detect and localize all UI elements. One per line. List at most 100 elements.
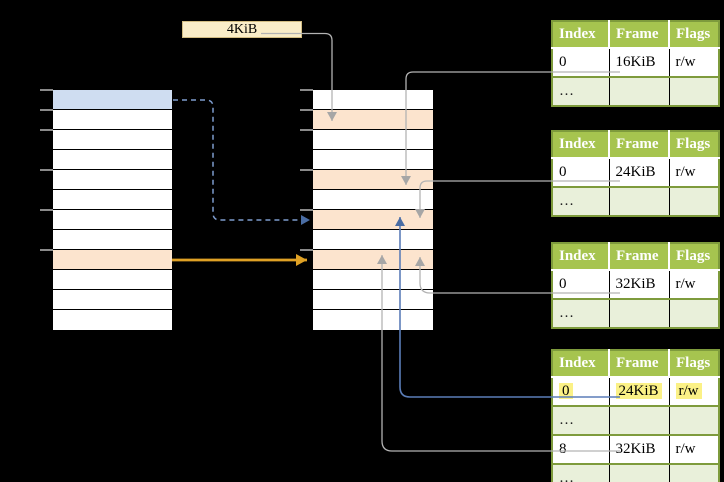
cell-index: … [552,298,609,328]
address-tick [300,249,313,251]
address-tick [40,209,53,211]
memory-row-highlighted [53,250,172,270]
col-header-index: Index [552,21,609,49]
cell-index: … [552,76,609,106]
memory-row [313,310,433,330]
cell-flags: r/w [668,270,719,299]
cell-frame [608,298,669,328]
highlighted-value: r/w [675,383,702,399]
cell-index: 0 [552,158,609,187]
table-row: 0 16KiB r/w [552,48,719,77]
cell-index: 0 [552,377,609,406]
cell-flags: r/w [668,48,719,77]
cell-index: 0 [552,270,609,299]
memory-row-highlighted [53,90,172,110]
memory-row [313,130,433,150]
address-tick [40,109,53,111]
address-tick [300,169,313,171]
col-header-index: Index [552,131,609,159]
address-tick [300,129,313,131]
memory-row [313,270,433,290]
cell-flags [668,405,719,435]
col-header-flags: Flags [668,131,719,159]
page-table-1: Index Frame Flags 0 16KiB r/w … [551,20,720,107]
memory-row-highlighted [313,250,433,270]
cell-frame: 32KiB [608,270,669,299]
col-header-frame: Frame [608,21,669,49]
memory-row [53,230,172,250]
col-header-flags: Flags [668,21,719,49]
memory-row [313,90,433,110]
cell-frame: 24KiB [608,377,669,406]
memory-row [313,230,433,250]
cell-index: 8 [552,434,609,464]
col-header-frame: Frame [608,243,669,271]
cell-frame [608,76,669,106]
col-header-flags: Flags [668,350,719,378]
col-header-index: Index [552,243,609,271]
table-row-ellipsis: … [552,463,719,482]
memory-row [53,270,172,290]
cell-index: … [552,186,609,216]
cell-index: … [552,405,609,435]
table-row: 0 32KiB r/w [552,270,719,299]
memory-row [53,190,172,210]
cell-frame [608,463,669,482]
page-table-2: Index Frame Flags 0 24KiB r/w … [551,130,720,217]
cell-index: … [552,463,609,482]
col-header-index: Index [552,350,609,378]
memory-column-middle [312,89,434,331]
address-tick [300,89,313,91]
memory-row [313,190,433,210]
memory-row [53,170,172,190]
cell-flags [668,298,719,328]
page-table-3: Index Frame Flags 0 32KiB r/w … [551,242,720,329]
col-header-flags: Flags [668,243,719,271]
arrow-virtual-page-to-physical-dashed [173,99,310,225]
cell-flags [668,186,719,216]
memory-row [53,110,172,130]
memory-row [53,310,172,330]
cell-frame: 16KiB [608,48,669,77]
highlighted-value: 0 [559,383,573,399]
cell-frame: 32KiB [608,434,669,464]
memory-column-left [52,89,173,331]
memory-row [53,150,172,170]
cell-index: 0 [552,48,609,77]
cell-frame [608,405,669,435]
table-row: 8 32KiB r/w [552,434,719,464]
cell-flags [668,76,719,106]
cell-frame [608,186,669,216]
address-tick [40,249,53,251]
memory-row [53,130,172,150]
table-row-ellipsis: … [552,186,719,216]
address-tick [40,169,53,171]
memory-row [53,210,172,230]
page-size-label: 4KiB [182,21,302,38]
address-tick [300,209,313,211]
table-row: 0 24KiB r/w [552,158,719,187]
page-table-4: Index Frame Flags 0 24KiB r/w … 8 32KiB … [551,349,720,482]
memory-row-highlighted [313,170,433,190]
table-row-highlighted: 0 24KiB r/w [552,377,719,406]
cell-flags: r/w [668,434,719,464]
cell-flags: r/w [668,377,719,406]
cell-frame: 24KiB [608,158,669,187]
table-row-ellipsis: … [552,298,719,328]
table-header-row: Index Frame Flags [552,21,719,49]
memory-row [313,150,433,170]
table-row-ellipsis: … [552,405,719,435]
highlighted-value: 24KiB [615,383,662,399]
table-header-row: Index Frame Flags [552,243,719,271]
address-tick [40,129,53,131]
cell-flags [668,463,719,482]
memory-row-highlighted [313,110,433,130]
memory-row [313,290,433,310]
memory-row [53,290,172,310]
cell-flags: r/w [668,158,719,187]
table-row-ellipsis: … [552,76,719,106]
table-header-row: Index Frame Flags [552,350,719,378]
table-header-row: Index Frame Flags [552,131,719,159]
address-tick [40,89,53,91]
